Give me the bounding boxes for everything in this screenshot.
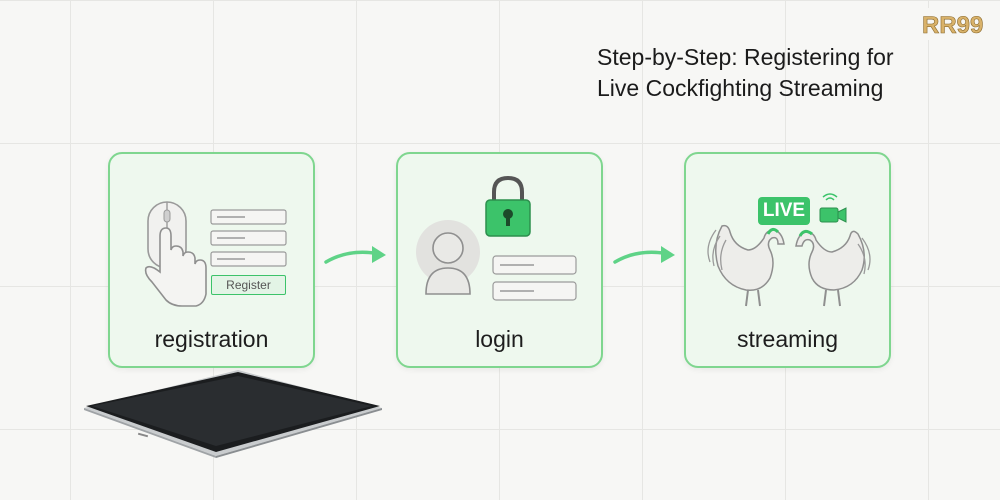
live-badge: LIVE: [758, 197, 810, 225]
register-button[interactable]: Register: [211, 275, 286, 295]
svg-text:RR99: RR99: [922, 12, 983, 39]
page-title: Step-by-Step: Registering for Live Cockf…: [597, 42, 957, 104]
roosters-live-icon: [707, 193, 871, 307]
step-card-registration: Register registration: [108, 152, 315, 368]
step-label-login: login: [475, 326, 524, 352]
user-lock-icon: [416, 175, 577, 301]
arrow-right-icon: [613, 246, 675, 264]
title-line-2: Live Cockfighting Streaming: [597, 75, 884, 101]
step-card-login: login: [396, 152, 603, 368]
step-label-streaming: streaming: [737, 326, 838, 352]
brand-logo: RR99: [918, 8, 992, 40]
title-line-1: Step-by-Step: Registering for: [597, 44, 894, 70]
step-label-registration: registration: [154, 326, 269, 352]
tablet-device-image: [84, 370, 382, 458]
arrow-right-icon: [324, 246, 386, 264]
step-card-streaming: LIVE streaming: [684, 152, 891, 368]
live-badge-text: LIVE: [762, 200, 806, 221]
mouse-hand-form-icon: [144, 201, 287, 307]
register-button-label: Register: [226, 278, 271, 292]
